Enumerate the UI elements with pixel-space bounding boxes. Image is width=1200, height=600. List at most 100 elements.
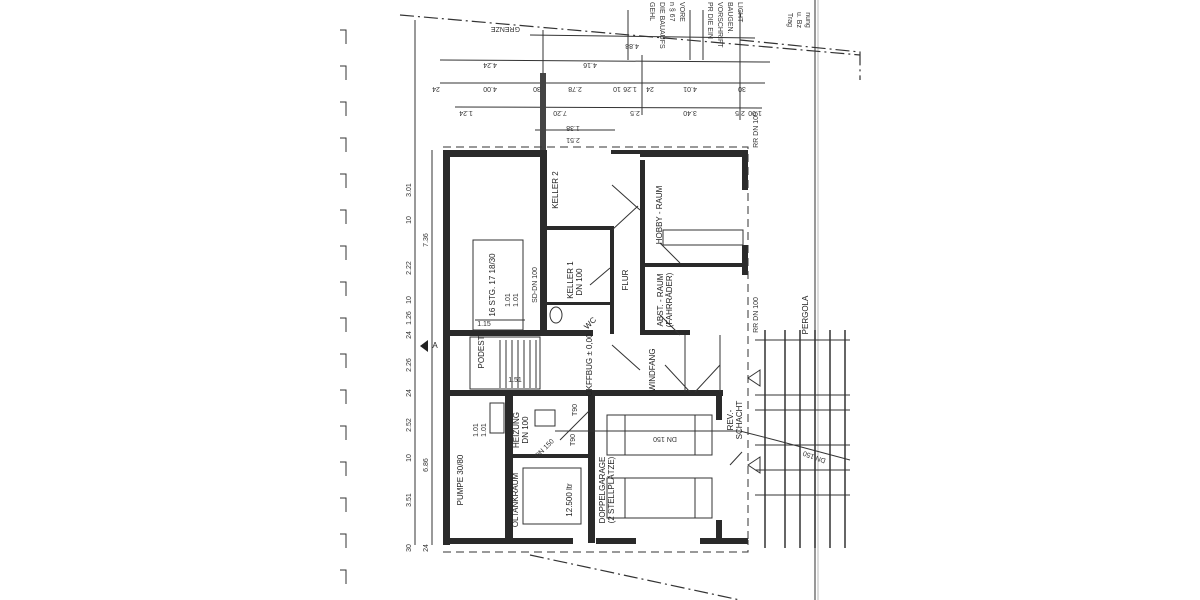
margin-mark xyxy=(340,461,347,476)
section-marker-a xyxy=(420,340,428,352)
dimension-text: 6.86 xyxy=(423,458,430,472)
permit-note: nung xyxy=(804,12,811,28)
pipe-label: RR DN 100 xyxy=(753,112,760,148)
drain-line xyxy=(443,146,749,540)
room-label-schacht: SCHACHT xyxy=(735,401,744,440)
room-label-oltank: ÖLTANKRAUM xyxy=(511,472,520,527)
dimension-text: 4.16 xyxy=(583,61,597,68)
dimension-text: 7.20 xyxy=(553,109,567,116)
pump xyxy=(489,402,505,434)
property-boundary-bottom xyxy=(529,554,741,600)
dimension-text: 3.40 xyxy=(683,109,697,116)
dimension-text: 3.51 xyxy=(406,493,413,507)
room-label-okffbug: OKFFBUG ± 0,00 xyxy=(585,333,594,397)
dimension-text: 4.88 xyxy=(625,42,639,49)
room-label-stair: 16 STG. 17 18/30 xyxy=(488,253,497,317)
dimension-text: 2.26 xyxy=(406,358,413,372)
permit-note: LICHT xyxy=(736,2,743,23)
dimension-text: 2.78 xyxy=(568,85,582,92)
margin-mark xyxy=(340,425,347,440)
margin-mark xyxy=(340,101,347,116)
dimension-text: 4.00 xyxy=(483,85,497,92)
room-label-heizung_pipe: DN 100 xyxy=(521,416,530,444)
dimension-text: 1.26 xyxy=(623,85,637,92)
dimension-text: 1.26 xyxy=(406,311,413,325)
dimension-text: 10 xyxy=(613,85,621,92)
room-label-flur: FLUR xyxy=(621,269,630,290)
room-label-keller1_pipe: DN 100 xyxy=(575,268,584,296)
room-label-wc: WC xyxy=(582,315,598,331)
walls xyxy=(443,150,748,545)
dimension-text: 2.52 xyxy=(406,418,413,432)
section-marker xyxy=(747,456,761,474)
room-label-garage_sub: (2 STELLPLÄTZE) xyxy=(607,456,616,523)
dimension-text: 24 xyxy=(406,331,413,339)
dimension-text: 2.51 xyxy=(566,136,580,143)
permit-note: n § 67 xyxy=(668,2,675,22)
room-label-abst: ABST. - RAUM xyxy=(656,273,665,326)
dimension-text: 7.36 xyxy=(423,233,430,247)
dimension-text: 3.01 xyxy=(406,183,413,197)
chimney-wall xyxy=(540,73,546,153)
margin-mark xyxy=(340,569,347,584)
room-label-abst_sub: (FAHRRÄDER) xyxy=(665,272,674,327)
dimension-text: 4.24 xyxy=(483,61,497,68)
dimension-text: 24 xyxy=(646,85,654,92)
room-label-keller2: KELLER 2 xyxy=(551,171,560,209)
margin-mark xyxy=(340,65,347,80)
dimension-text: 30 xyxy=(533,85,541,92)
permit-note: Trag xyxy=(786,13,793,27)
staircase xyxy=(469,239,541,390)
permit-note: VORE xyxy=(678,2,685,22)
dimension-text: 30 xyxy=(406,544,413,552)
pipe-label: SD-DN 100 xyxy=(532,267,539,303)
permit-note: BAUGEN. xyxy=(726,2,733,34)
dimension-text: 30 xyxy=(738,85,746,92)
dimension-text: 2.22 xyxy=(406,261,413,275)
margin-mark xyxy=(340,29,347,44)
boiler xyxy=(534,409,556,427)
room-label-oltank_volume: 12.500 ltr xyxy=(565,483,574,517)
permit-note: VORSCHRIFT xyxy=(716,2,723,48)
pipe-label: DN 150 xyxy=(653,435,677,442)
margin-mark xyxy=(340,173,347,188)
pipe-label: RR DN 100 xyxy=(753,297,760,333)
dimension-text: 24 xyxy=(432,85,440,92)
oil-tank xyxy=(522,467,582,525)
room-label-keller1: KELLER 1 xyxy=(566,261,575,299)
dimension-text: 1.51 xyxy=(508,377,522,384)
room-label-windfang: WINDFANG xyxy=(648,348,657,391)
dimension-text: 1.01 xyxy=(481,423,488,437)
margin-mark xyxy=(340,389,347,404)
room-label-podest: PODEST xyxy=(477,335,486,368)
dimension-text: 24 xyxy=(406,389,413,397)
margin-mark xyxy=(340,497,347,512)
room-label-heizung: HEIZUNG xyxy=(512,412,521,448)
margin-mark xyxy=(340,353,347,368)
dimension-text: 10 xyxy=(406,216,413,224)
dimension-text: 2.5 xyxy=(630,109,640,116)
margin-mark xyxy=(340,281,347,296)
dimension-text: 1.38 xyxy=(566,124,580,131)
pipe-label: T90 xyxy=(572,404,579,416)
margin-mark xyxy=(340,245,347,260)
dimension-text: 1.00 xyxy=(748,109,762,116)
dimension-text: 1.15 xyxy=(477,321,491,328)
room-label-pumpe: PUMPE 30/80 xyxy=(456,454,465,505)
pipe-label: T90 xyxy=(570,434,577,446)
wc-toilet xyxy=(549,306,563,324)
drain-line xyxy=(443,540,749,553)
dimension-text: 24 xyxy=(423,544,430,552)
permit-note: DIE BAUAUFS xyxy=(658,2,665,49)
garage-drain-pipe xyxy=(555,430,851,461)
property-boundary xyxy=(739,39,861,80)
garage-parking-spaces xyxy=(606,414,713,519)
room-label-pergola: PERGOLA xyxy=(801,295,810,334)
margin-mark xyxy=(340,317,347,332)
permit-note: u. Bz xyxy=(795,12,802,28)
hobby-fixture xyxy=(662,229,744,246)
